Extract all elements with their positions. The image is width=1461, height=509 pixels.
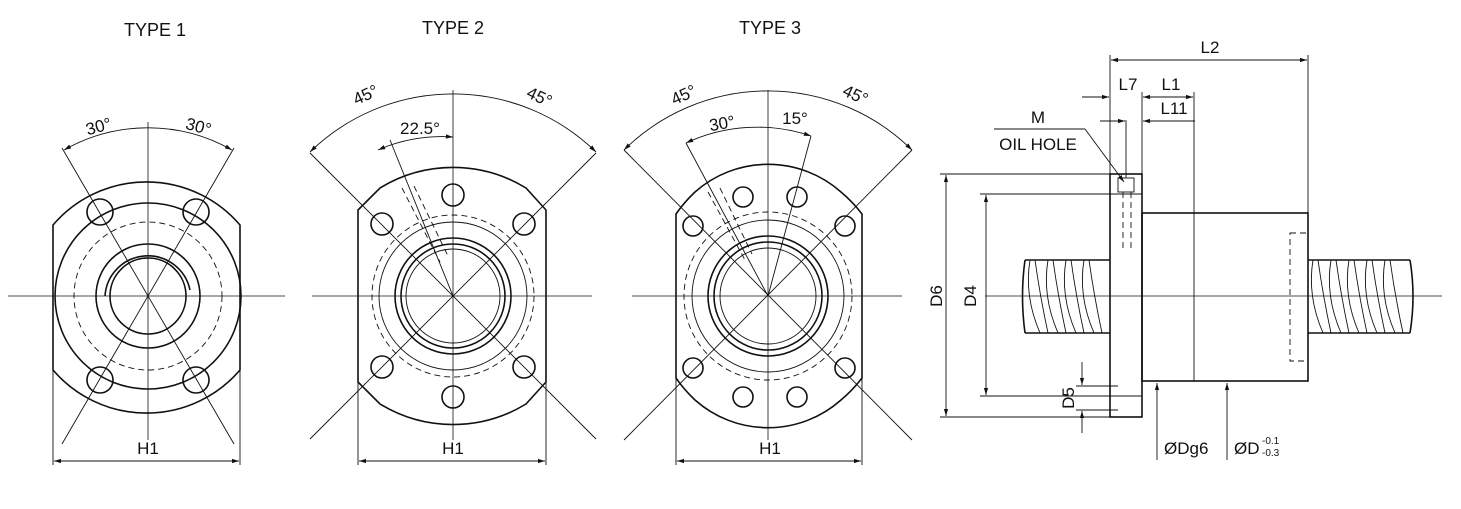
type2-inner-bore	[400, 243, 506, 349]
type2-oil-hole-passage	[401, 187, 441, 263]
type2-h1-label: H1	[442, 439, 464, 458]
d-tolerance-upper: -0.1	[1262, 436, 1280, 447]
nut-body	[1141, 212, 1309, 382]
type3-inner-axis	[685, 142, 769, 297]
type3-thread-circle	[719, 247, 817, 345]
nut-flange	[1109, 173, 1143, 418]
type3-angle-inner-right: 15°	[782, 109, 808, 128]
type2-bolt-hole	[512, 355, 536, 379]
l1-label: L1	[1162, 75, 1181, 94]
d-tolerance-lower: -0.3	[1262, 448, 1280, 459]
type3-outer-bore	[707, 235, 829, 357]
type3-outer-angle-arc	[623, 90, 913, 151]
side-view: L2 L7 L1 L11 M OIL HOLE D6 D4 D5	[927, 38, 1442, 460]
type3-angle-right: 45°	[840, 81, 871, 109]
type2-bolt-hole	[441, 385, 465, 409]
type1-bolt-hole	[182, 198, 210, 226]
type2-title: TYPE 2	[422, 18, 484, 38]
screw-end	[1021, 259, 1026, 334]
type1-bolt-hole	[86, 366, 114, 394]
type3-hub-circle	[691, 219, 845, 373]
type2-outer-angle-arc	[309, 93, 597, 153]
type2-bolt-hole	[441, 183, 465, 207]
type2-angle-inner: 22.5°	[400, 119, 440, 138]
type3-bolt-hole	[786, 186, 808, 208]
type3-oil-hole-passage	[719, 187, 753, 255]
type1-flange-outline	[52, 181, 241, 414]
type1-outer-bore	[95, 243, 201, 349]
dg6-label: ØDg6	[1164, 439, 1208, 458]
type2-outer-bore	[394, 237, 512, 355]
type3-bolt-hole	[834, 215, 856, 237]
type3-bolt-hole	[732, 386, 754, 408]
type2-oil-hole-axis	[389, 139, 454, 297]
type1-angle-arc	[63, 127, 233, 151]
screw-thread-lines	[1310, 259, 1396, 334]
type1-seal-arc	[104, 254, 191, 297]
type3-angle-inner-left: 30°	[708, 112, 737, 135]
d5-label: D5	[1059, 387, 1078, 409]
d4-label: D4	[961, 285, 980, 307]
type3-view: TYPE 3 45° 45° 30° 15°	[623, 18, 913, 465]
type3-bolt-hole	[786, 386, 808, 408]
screw-thread-lines	[1027, 259, 1095, 334]
type1-inner-bore	[109, 257, 187, 335]
type2-view: TYPE 2 45° 45° 22.5° H1	[309, 18, 597, 465]
type3-bolt-hole	[682, 357, 704, 379]
screw-thread-lines	[1034, 259, 1103, 334]
oil-hole	[1117, 177, 1135, 193]
type1-body-circle	[54, 202, 242, 390]
type3-title: TYPE 3	[739, 18, 801, 38]
type2-oil-hole-passage	[413, 185, 449, 257]
screw-thread-lines	[1317, 259, 1404, 334]
type1-diagonal-line	[61, 147, 235, 445]
type1-bolt-circle	[73, 221, 223, 371]
type2-bolt-hole	[370, 355, 394, 379]
l2-label: L2	[1201, 38, 1220, 57]
l7-label: L7	[1119, 75, 1138, 94]
right-screw-shaft	[1308, 259, 1414, 334]
m-label: M	[1031, 108, 1045, 127]
screw-end	[1409, 259, 1414, 334]
type2-bolt-circle	[371, 214, 535, 378]
type1-view: TYPE 1 30° 30° H1	[8, 20, 285, 465]
type1-h1-label: H1	[137, 439, 159, 458]
type3-oil-hole-passage	[707, 191, 746, 261]
type2-inner-angle-arc	[377, 134, 454, 151]
type2-thread-circle	[405, 248, 501, 344]
type1-title: TYPE 1	[124, 20, 186, 40]
type2-bolt-hole	[370, 212, 394, 236]
left-screw-shaft	[1021, 259, 1110, 334]
type3-inner-axis	[767, 135, 812, 297]
type2-bolt-hole	[512, 212, 536, 236]
type1-angle-right: 30°	[184, 114, 214, 139]
type3-bolt-hole	[834, 357, 856, 379]
type3-bolt-circle	[683, 211, 853, 381]
type3-bolt-hole	[732, 186, 754, 208]
type2-angle-left: 45°	[350, 81, 381, 109]
type1-bolt-hole	[86, 198, 114, 226]
type3-inner-angle-arc	[685, 126, 812, 144]
type2-angle-right: 45°	[524, 83, 555, 111]
oil-hole-leader	[1084, 128, 1125, 183]
type1-bolt-hole	[182, 366, 210, 394]
nut-seal-hidden	[1289, 232, 1309, 362]
d6-label: D6	[927, 285, 946, 307]
oil-hole-label: OIL HOLE	[999, 135, 1077, 154]
type2-hub-circle	[378, 221, 528, 371]
type1-angle-left: 30°	[84, 114, 114, 139]
l11-label: L11	[1160, 99, 1187, 118]
type3-h1-label: H1	[759, 439, 781, 458]
type3-bolt-hole	[682, 215, 704, 237]
type3-inner-bore	[713, 241, 823, 351]
d-label: ØD	[1234, 439, 1260, 458]
